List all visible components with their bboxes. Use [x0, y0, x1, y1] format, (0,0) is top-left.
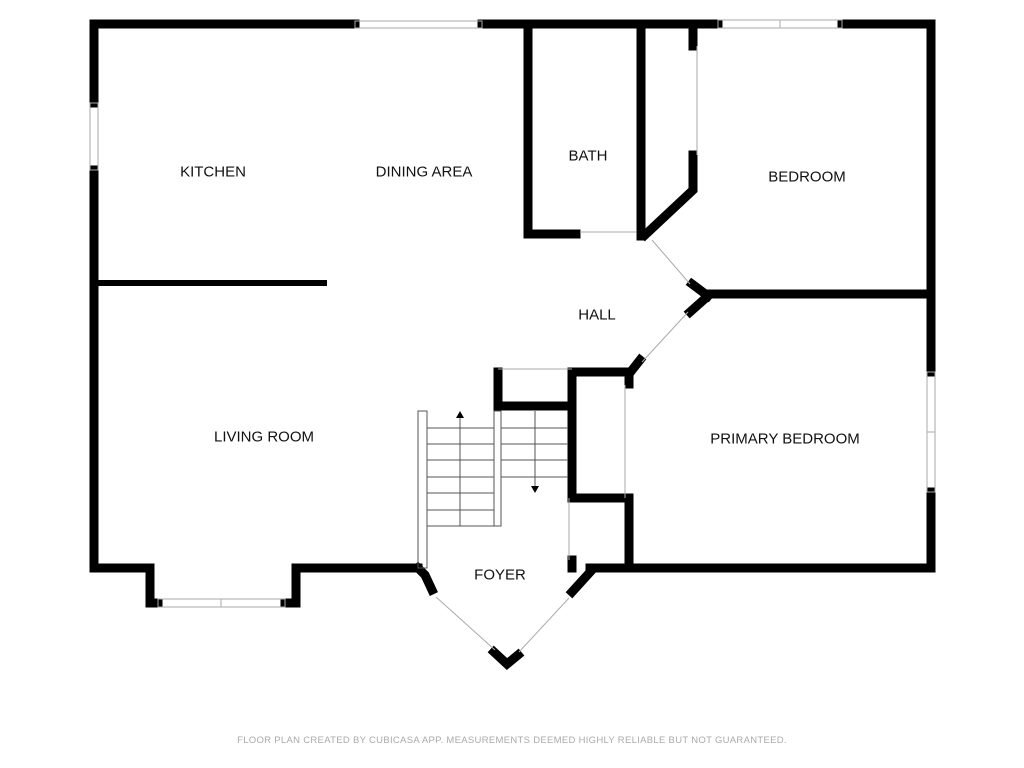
wall-foyer-bottom: [487, 645, 525, 670]
stairs-up-arrow-icon: [456, 411, 464, 418]
stairs-down-arrow-icon: [531, 486, 539, 493]
opening-bedroom-door: [651, 239, 691, 285]
walls: [89, 19, 936, 670]
wall-primary-closet-diag: [622, 353, 647, 381]
stair-rail-center: [493, 410, 502, 527]
opening-primary-door: [641, 311, 689, 363]
windows-and-openings: [89, 19, 936, 653]
wall-foyer-left: [411, 561, 438, 596]
stairs: [417, 410, 568, 569]
room-label-primary-bedroom: PRIMARY BEDROOM: [710, 430, 860, 448]
wall-bed-wedge2: [683, 289, 715, 319]
stair-rail-left: [417, 410, 428, 569]
room-label-hall: HALL: [578, 306, 616, 324]
window-dining-top: [354, 20, 483, 29]
room-label-living: LIVING ROOM: [213, 428, 315, 446]
window-kitchen-left: [89, 102, 99, 171]
room-label-kitchen: KITCHEN: [180, 163, 246, 181]
window-foyer-left: [435, 596, 496, 651]
wall-bay-right: [280, 563, 423, 608]
room-label-foyer: FOYER: [474, 566, 526, 584]
wall-primary-closet-top: [567, 367, 634, 389]
wall-closet-diag: [638, 150, 698, 242]
room-label-bedroom: BEDROOM: [768, 168, 846, 186]
disclaimer-footer: FLOOR PLAN CREATED BY CUBICASA APP. MEAS…: [237, 735, 787, 746]
room-label-dining: DINING AREA: [375, 163, 473, 181]
wall-closet-stairs: [493, 367, 575, 411]
window-foyer-right: [518, 597, 570, 653]
wall-bay: [89, 563, 163, 608]
room-label-bath: BATH: [568, 147, 608, 165]
wall-foyer-right-diag: [565, 563, 599, 599]
wall-primary-closet-mid: [567, 493, 634, 570]
